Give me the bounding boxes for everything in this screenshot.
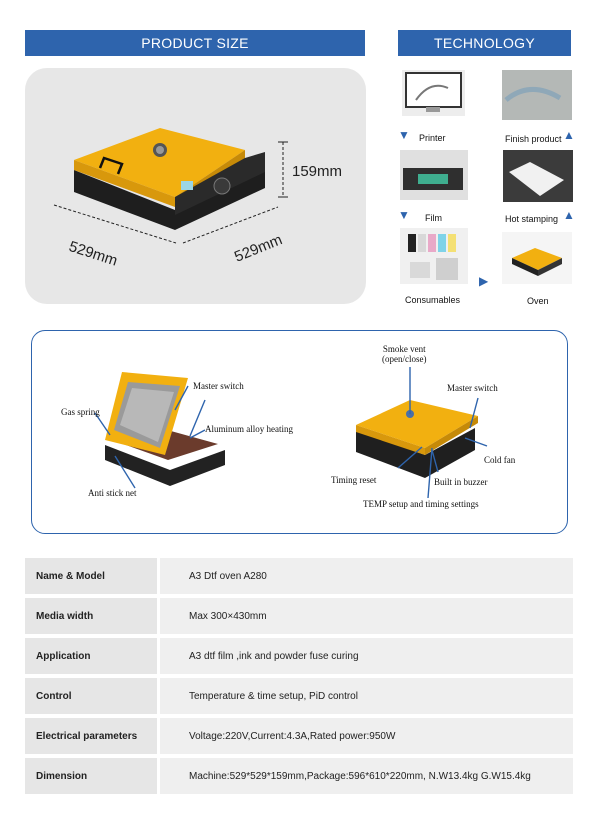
technology-banner: TECHNOLOGY [398, 30, 571, 56]
arrow-up-icon: ▲ [563, 208, 575, 222]
tech-printer-label: Printer [419, 133, 446, 143]
oven-illustration [53, 128, 288, 244]
technology-images [400, 70, 573, 284]
spec-label: Application [25, 638, 157, 674]
callout-master-switch-right: Master switch [447, 383, 498, 393]
tech-consumables-label: Consumables [405, 295, 461, 305]
spec-value: A3 Dtf oven A280 [160, 558, 573, 594]
arrow-up-icon: ▲ [563, 128, 575, 142]
callout-master-switch-left: Master switch [193, 381, 244, 391]
arrow-down-icon: ▼ [398, 208, 410, 222]
spec-label: Name & Model [25, 558, 157, 594]
callout-timing-reset: Timing reset [331, 475, 377, 485]
spec-value: Voltage:220V,Current:4.3A,Rated power:95… [160, 718, 573, 754]
spec-value: Max 300×430mm [160, 598, 573, 634]
callout-gas-spring: Gas spring [61, 407, 100, 417]
tech-hot-stamping-label: Hot stamping [505, 214, 559, 224]
dimension-height: 159mm [292, 163, 343, 180]
arrow-right-icon: ▶ [479, 274, 489, 288]
callout-temp-setup: TEMP setup and timing settings [363, 499, 479, 509]
spec-value: A3 dtf film ,ink and powder fuse curing [160, 638, 573, 674]
tech-film-label: Film [425, 213, 442, 223]
callout-aluminum-heating: Aluminum alloy heating [205, 424, 293, 434]
product-size-banner: PRODUCT SIZE [25, 30, 365, 56]
callout-cold-fan: Cold fan [484, 455, 516, 465]
tech-oven-label: Oven [527, 296, 549, 306]
spec-value: Temperature & time setup, PiD control [160, 678, 573, 714]
feature-illustrations [94, 367, 488, 499]
feature-details-box [31, 330, 568, 534]
tech-finish-product-label: Finish product [505, 134, 562, 144]
callout-built-in-buzzer: Built in buzzer [434, 477, 488, 487]
spec-label: Media width [25, 598, 157, 634]
spec-label: Control [25, 678, 157, 714]
spec-label: Electrical parameters [25, 718, 157, 754]
spec-label: Dimension [25, 758, 157, 794]
callout-anti-stick-net: Anti stick net [88, 488, 137, 498]
spec-value: Machine:529*529*159mm,Package:596*610*22… [160, 758, 573, 794]
callout-smoke-vent: Smoke vent (open/close) [382, 344, 427, 364]
arrow-down-icon: ▼ [398, 128, 410, 142]
